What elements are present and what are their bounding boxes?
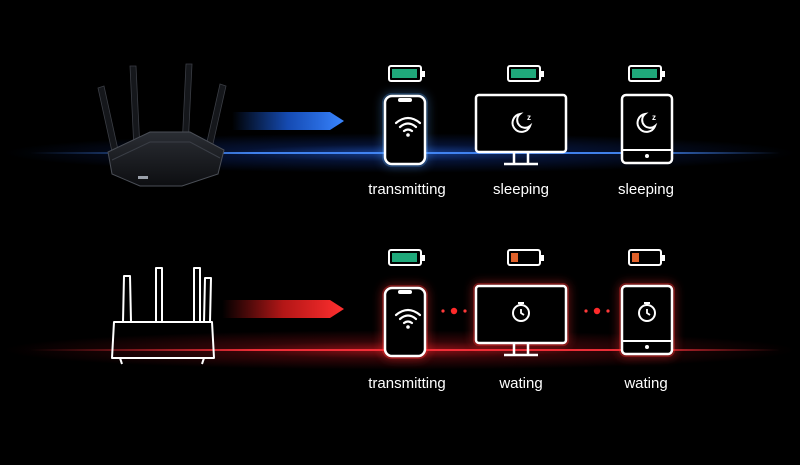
device-status-label: transmitting bbox=[368, 181, 446, 198]
battery-full-icon bbox=[507, 65, 544, 82]
moon-icon: z bbox=[636, 112, 658, 133]
device-status-label: wating bbox=[624, 375, 668, 392]
device-status-label: transmitting bbox=[368, 375, 446, 392]
wifi-icon bbox=[394, 116, 422, 137]
battery-full-icon bbox=[388, 249, 425, 266]
stopwatch-icon bbox=[638, 302, 656, 322]
battery-full-icon bbox=[628, 65, 665, 82]
stopwatch-icon bbox=[512, 302, 530, 322]
tablet-device-top bbox=[620, 93, 674, 165]
wifi-icon bbox=[394, 308, 422, 329]
connector-dots bbox=[441, 307, 467, 315]
device-status-label: sleeping bbox=[493, 181, 549, 198]
monitor-device-bottom bbox=[473, 283, 569, 357]
connector-dots bbox=[584, 307, 610, 315]
battery-full-icon bbox=[388, 65, 425, 82]
monitor-device-top bbox=[474, 93, 568, 166]
moon-icon: z bbox=[511, 112, 533, 133]
device-status-label: sleeping bbox=[618, 181, 674, 198]
tablet-device-bottom bbox=[619, 283, 675, 357]
battery-low-icon bbox=[628, 249, 665, 266]
device-status-label: wating bbox=[499, 375, 543, 392]
battery-low-icon bbox=[507, 249, 544, 266]
svg-text:z: z bbox=[652, 113, 656, 122]
svg-text:z: z bbox=[527, 113, 531, 122]
